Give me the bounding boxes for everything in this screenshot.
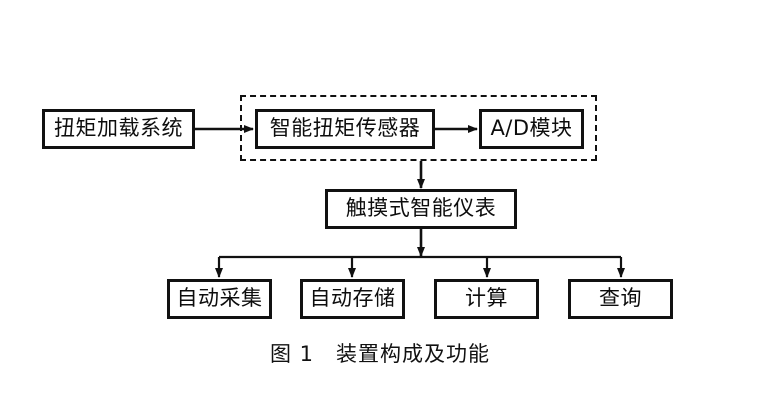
node-calculate[interactable]: 计算 [434,279,539,319]
node-smart-torque-sensor-label: 智能扭矩传感器 [269,115,421,140]
node-ad-module[interactable]: A/D模块 [479,109,584,149]
node-calculate-label: 计算 [465,285,508,310]
figure-caption: 图 1 装置构成及功能 [269,342,491,366]
node-auto-collect-label: 自动采集 [176,285,263,310]
node-auto-storage[interactable]: 自动存储 [300,279,405,319]
node-torque-loading-system-label: 扭矩加载系统 [54,115,183,140]
node-auto-collect[interactable]: 自动采集 [167,279,272,319]
node-touch-smart-instrument-label: 触摸式智能仪表 [345,195,497,220]
node-touch-smart-instrument[interactable]: 触摸式智能仪表 [325,189,517,229]
node-auto-storage-label: 自动存储 [309,285,396,310]
node-smart-torque-sensor[interactable]: 智能扭矩传感器 [255,109,435,149]
node-torque-loading-system[interactable]: 扭矩加载系统 [42,109,195,149]
node-query-label: 查询 [599,285,642,310]
node-query[interactable]: 查询 [568,279,673,319]
node-ad-module-label: A/D模块 [490,115,573,140]
